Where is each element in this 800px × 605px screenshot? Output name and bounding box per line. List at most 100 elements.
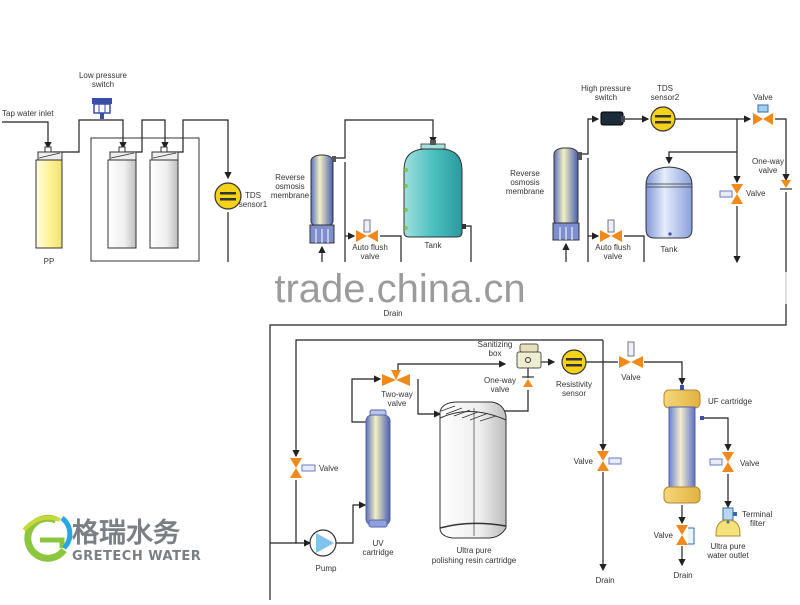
sanitizing-box-label-1: Sanitizing (478, 340, 513, 349)
pipe-flush1-drain (380, 235, 402, 262)
auto-flush-valve-2-label-2: valve (604, 252, 623, 261)
stage-1-pretreatment: Low pressure switch Tap water inlet (2, 71, 472, 262)
ro-membrane-2-label-1: Reverse (510, 169, 540, 178)
tank-2-icon (645, 166, 693, 239)
low-pressure-switch-label-2: switch (92, 80, 114, 89)
logo-g-icon (22, 514, 73, 562)
polishing-resin-cartridge-icon (439, 401, 507, 539)
outlet-label-1: Ultra pure (710, 542, 746, 551)
uv-cartridge-label-1: UV (372, 539, 384, 548)
pp-filter-icon (35, 146, 63, 249)
blur-strip (0, 272, 800, 304)
tds-sensor-1-label-2: sensor1 (239, 200, 268, 209)
tds-sensor-1-icon (214, 182, 242, 210)
resistivity-sensor-label-1: Resistivity (556, 380, 592, 389)
auto-flush-valve-2-label-1: Auto flush (595, 243, 631, 252)
valve-top-right-icon (753, 104, 773, 125)
valve-stage3-left-icon (290, 458, 316, 478)
filter-housing-frame (90, 137, 200, 262)
watermark-text: trade.china.cn (274, 267, 525, 311)
pipe-pp-to-cto1 (52, 119, 127, 153)
valve-stage3-top-icon (619, 341, 643, 368)
tds-sensor-2-label-1: TDS (657, 84, 673, 93)
auto-flush-valve-1-icon (356, 219, 378, 242)
ro-membrane-2-label-2: osmosis (510, 178, 539, 187)
pipe-uv-to-twoway (351, 375, 382, 423)
tap-water-inlet-label: Tap water inlet (2, 109, 54, 118)
two-way-valve-icon (382, 370, 410, 386)
one-way-valve-stage2-label-1: One-way (752, 157, 784, 166)
drain-1-label: Drain (595, 576, 614, 585)
stage-3-polishing: Sanitizing box One-way valve Resistivity… (270, 339, 772, 585)
tds-sensor-2-label-2: sensor2 (651, 93, 680, 102)
pipe-uf-to-right-valve (700, 417, 732, 452)
one-way-valve-stage3-label-1: One-way (484, 376, 516, 385)
valve-middle-label: Valve (746, 189, 766, 198)
ro-membrane-1-label-2: osmosis (275, 182, 304, 191)
uf-cartridge-label: UF cartridge (708, 397, 753, 406)
ultra-pure-water-outlet-icon (715, 519, 741, 537)
pipe-return-loop (292, 339, 603, 458)
valve-stage3-right-icon (709, 452, 734, 472)
gretech-logo: 格瑞水务 GRETECH WATER (15, 508, 205, 564)
pp-label: PP (44, 257, 55, 266)
logo-chinese-text: 格瑞水务 (72, 518, 180, 549)
pipe-to-pump (295, 480, 312, 547)
drain-label-stage1: Drain (383, 309, 402, 318)
one-way-valve-stage2-label-2: valve (759, 166, 778, 175)
pipe-ro1-to-tank (336, 119, 437, 159)
auto-flush-valve-2-icon (600, 219, 622, 242)
resin-cartridge-label-1: Ultra pure (456, 546, 492, 555)
pipe-tap-inlet (2, 121, 52, 150)
two-way-valve-label-2: valve (388, 399, 407, 408)
ro-membrane-2-label-3: membrane (506, 187, 545, 196)
pipe-cto1-to-cto2 (125, 119, 169, 153)
valve-top-right-label: Valve (753, 93, 773, 102)
high-pressure-switch-label-1: High pressure (581, 84, 631, 93)
low-pressure-switch-label-1: Low pressure (79, 71, 128, 80)
pipe-to-stage3 (269, 192, 787, 600)
auto-flush-valve-1-label-1: Auto flush (352, 243, 388, 252)
pump-label: Pump (316, 564, 337, 573)
sanitizing-box-icon (516, 343, 542, 369)
terminal-filter-label-2: filter (750, 519, 765, 528)
terminal-filter-icon (722, 507, 737, 521)
outlet-label-2: water outlet (706, 551, 749, 560)
tds-sensor-2-icon (650, 106, 676, 132)
auto-flush-valve-1-label-2: valve (361, 252, 380, 261)
ro-membrane-2-icon (552, 147, 582, 241)
pipe-valve-to-uf (644, 361, 686, 386)
valve-stage3-left-label: Valve (319, 464, 339, 473)
pipe-twoway-to-resin (417, 379, 442, 418)
stage-2-ro: Reverse osmosis membrane High pressure s… (269, 84, 792, 600)
pipe-pump-to-uv (336, 501, 367, 544)
high-pressure-switch-icon (600, 111, 625, 126)
two-way-valve-label-1: Two-way (381, 390, 413, 399)
valve-stage3-top-label: Valve (621, 373, 641, 382)
resistivity-sensor-label-2: sensor (562, 389, 586, 398)
pump-icon (309, 529, 337, 557)
valve-stage3-right-label: Valve (740, 459, 760, 468)
one-way-valve-stage3-label-2: valve (491, 385, 510, 394)
one-way-valve-stage3-icon (522, 376, 534, 387)
ro-membrane-1-icon (309, 154, 336, 244)
high-pressure-switch-label-2: switch (595, 93, 617, 102)
uv-cartridge-label-2: cartridge (362, 548, 394, 557)
carbon-filter-2-icon (149, 146, 179, 249)
terminal-filter-label-1: Terminal (742, 510, 772, 519)
tank-1-label: Tank (425, 241, 443, 250)
tank-2-label: Tank (661, 245, 679, 254)
resin-cartridge-label-2: polishing resin cartridge (432, 556, 517, 565)
drain-2-label: Drain (673, 571, 692, 580)
one-way-valve-stage2-icon (780, 180, 792, 190)
pipe-to-tank2 (665, 151, 737, 165)
pipe-resin-to-oneway (500, 390, 529, 412)
ro-membrane-1-label-3: membrane (271, 191, 310, 200)
carbon-filter-1-icon (107, 146, 137, 249)
valve-stage3-drain-icon (597, 451, 622, 471)
valve-uf-bottom-label: Valve (654, 531, 674, 540)
pipe-ro2-to-hps (582, 115, 600, 155)
sanitizing-box-label-2: box (489, 349, 502, 358)
uf-cartridge-icon (663, 385, 704, 504)
valve-middle-icon (719, 184, 743, 204)
